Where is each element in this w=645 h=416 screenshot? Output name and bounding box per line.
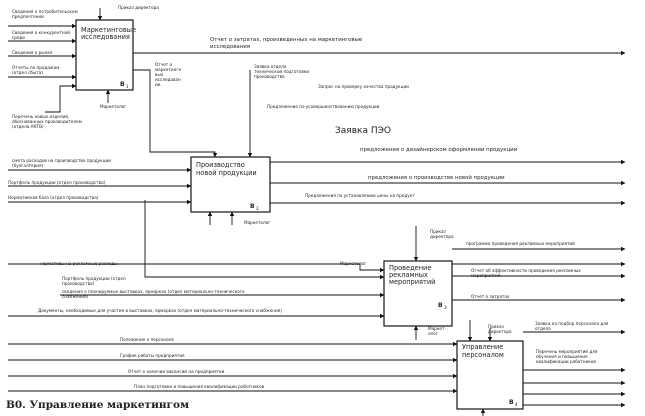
label-planned-1: сведения о планируемых выставках, ярмарк… [62, 289, 245, 294]
label-newprod-2: обоснованных производителем [12, 119, 82, 124]
box-1-number: В [120, 81, 125, 88]
label-provision: Положение о персонале [120, 337, 174, 342]
diagram-heading: Заявка ПЭО [335, 126, 391, 136]
label-mreport-3: вых [155, 72, 164, 77]
label-sales-2: (отдел сбыта) [12, 70, 43, 75]
label-ad-norms: нормативы на рекламные расходы [40, 261, 117, 266]
label-training-list-2: обучения и повышения [536, 354, 588, 359]
label-marketer-3: Маркетолог [340, 261, 366, 266]
box-1-title-line2: исследования [81, 33, 130, 41]
function-box-new-production[interactable]: Производство новой продукции В 2 [190, 156, 271, 213]
label-efficiency-1: Отчет об эффективности проведения реклам… [471, 268, 581, 273]
label-efficiency-2: мероприятий [471, 273, 501, 278]
label-market: Сведения о рынке [12, 50, 53, 55]
label-planned-2: снабжения) [62, 294, 89, 299]
label-training-list-1: Перечень мероприятий для [536, 349, 598, 354]
label-estimate-2: (бухгалтерия) [12, 163, 44, 168]
label-mreport-1: Отчет о [155, 62, 173, 67]
label-director-3a: Приказ [488, 324, 504, 329]
label-marketer-2: Маркетолог [244, 220, 270, 225]
label-marketer-4a: Маркет [428, 326, 445, 331]
label-director-order: Приказ директора [118, 5, 159, 10]
label-director-3b: директора [488, 329, 512, 334]
label-costs-2: исследования [210, 44, 250, 50]
label-consumer-2: предпочтении [12, 14, 44, 19]
label-director-2b: директора [430, 234, 454, 239]
box-3-title-line1: Проведение [389, 264, 431, 272]
label-improve: Предложение по усовершенствованию продук… [267, 104, 380, 109]
label-mreport-2: маркетинго [155, 67, 182, 72]
label-competitor-2: среде [12, 35, 25, 40]
label-consumer-1: Сведения о потребительском [12, 9, 78, 14]
box-2-title-line1: Производство [196, 161, 245, 169]
label-mreport-4: исследован [155, 77, 181, 82]
label-newline: предложения о производстве новой продукц… [368, 174, 505, 181]
arrow-labels: Приказ директора Сведения о потребительс… [6, 5, 609, 411]
box-4-subscript: 4 [515, 402, 518, 407]
label-mreport-5: ии [155, 82, 161, 87]
label-sales-1: Отчеты по продажам [12, 65, 59, 70]
label-tech-1: Заявка отдела [254, 64, 287, 69]
label-portfolio-2b: производства) [62, 281, 95, 286]
label-docs: Документы, необходимые для участия в выс… [38, 308, 282, 313]
box-4-title-line1: Управление [462, 343, 503, 351]
label-portfolio-2a: Портфель продукции (отдел [62, 276, 126, 281]
function-box-marketing-research[interactable]: Маркетинговые исследования В 1 [75, 19, 136, 91]
label-director-2a: Приказ [430, 229, 446, 234]
label-program: программа проведения рекламных мероприят… [466, 241, 575, 246]
box-3-subscript: 3 [444, 305, 447, 310]
box-1-subscript: 1 [126, 84, 129, 89]
box-4-number: В [509, 399, 514, 406]
label-competitor-1: Сведения о конкурентной [12, 30, 70, 35]
diagram-footer-title: В0. Управление маркетингом [6, 399, 189, 411]
label-estimate-1: смета расходов на производство продукции [12, 158, 111, 163]
box-2-number: В [250, 203, 255, 210]
label-marketer-1: Маркетолог [100, 104, 126, 109]
label-quality: Запрос на проверку качества продукции [318, 84, 409, 89]
label-costs-ad: Отчет о затратах [471, 294, 510, 299]
function-box-advertising[interactable]: Проведение рекламных мероприятий В 3 [383, 260, 453, 327]
function-box-personnel[interactable]: Управление персоналом В 4 [456, 340, 524, 410]
box-3-number: В [438, 302, 443, 309]
arrow-b1-input-products[interactable] [45, 83, 77, 113]
label-schedule: График работы предприятия [120, 353, 185, 358]
label-tech-2: технической подготовки [254, 69, 309, 74]
label-costs-1: Отчет о затратах, произведенных на марке… [210, 37, 363, 43]
label-training-list-3: квалификации работников [536, 359, 596, 364]
box-4-title-line2: персоналом [462, 351, 504, 359]
label-tech-3: производства [254, 74, 285, 79]
label-staff-1: Заявка на подбор персонала для [535, 321, 609, 326]
box-3-title-line3: мероприятий [389, 278, 435, 286]
label-training: План подготовки и повышения квалификации… [134, 384, 265, 389]
label-vacancy: Отчет о наличии вакансий на предприятии [128, 369, 225, 374]
label-design: предложения о дизайнерском оформлении пр… [360, 146, 518, 153]
label-newprod-3: (отдела АКТВ) [12, 124, 44, 129]
label-norms: Нормативная база (отдел производства) [8, 195, 99, 200]
label-staff-2: отдела [535, 326, 551, 331]
arrow-b3-input-marketer[interactable] [144, 200, 385, 280]
arrow-b3-input-norms[interactable] [8, 263, 385, 273]
box-3-title-line2: рекламных [389, 271, 428, 279]
box-2-title-line2: новой продукции [196, 169, 257, 177]
label-marketer-4b: олог [428, 331, 438, 336]
label-newprod-1: Перечень новых изделий, [12, 114, 69, 119]
box-1-title-line1: Маркетинговые [81, 26, 136, 34]
arrows [8, 8, 626, 416]
arrow-b1-to-b2[interactable] [133, 69, 218, 158]
label-portfolio: Портфель продукции (отдел производства) [8, 180, 106, 185]
label-price: Предложения по установлению цены на прод… [305, 193, 415, 198]
box-2-subscript: 2 [256, 206, 259, 211]
